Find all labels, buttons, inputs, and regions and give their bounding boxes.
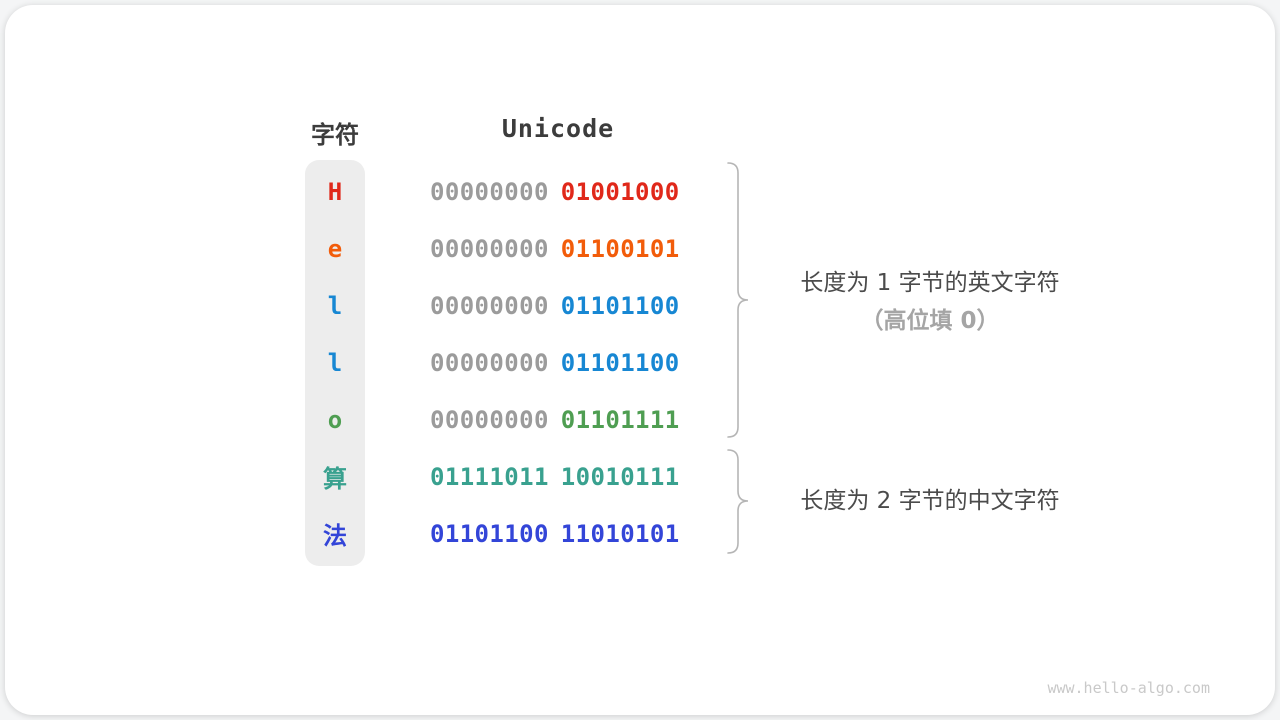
annotation-line: 长度为 2 字节的中文字符 bbox=[800, 488, 1060, 514]
brace-english-group bbox=[727, 162, 749, 438]
low-byte: 01101111 bbox=[560, 405, 680, 434]
high-byte: 00000000 bbox=[430, 234, 549, 263]
table-row: 法 01101100 11010101 bbox=[305, 505, 680, 562]
character-cell: 法 bbox=[323, 522, 347, 550]
annotation-chinese-chars: 长度为 2 字节的中文字符 bbox=[770, 482, 1090, 520]
encoding-table: H 00000000 01001000 e 00000000 01100101 l … bbox=[305, 163, 680, 562]
unicode-bits: 00000000 01101100 bbox=[430, 292, 680, 320]
annotation-english-chars: 长度为 1 字节的英文字符 （高位填 0） bbox=[770, 264, 1090, 340]
character-cell: l bbox=[327, 291, 343, 320]
group-braces bbox=[727, 162, 749, 554]
unicode-bits: 01101100 11010101 bbox=[430, 520, 680, 548]
table-row: H 00000000 01001000 bbox=[305, 163, 680, 220]
low-byte: 10010111 bbox=[560, 462, 680, 491]
low-byte: 01001000 bbox=[560, 177, 680, 206]
table-row: l 00000000 01101100 bbox=[305, 277, 680, 334]
unicode-bits: 00000000 01100101 bbox=[430, 235, 680, 263]
character-column-background bbox=[305, 160, 365, 566]
low-byte: 01101100 bbox=[560, 348, 680, 377]
high-byte: 00000000 bbox=[430, 177, 549, 206]
unicode-bits: 00000000 01101111 bbox=[430, 406, 680, 434]
table-row: e 00000000 01100101 bbox=[305, 220, 680, 277]
low-byte: 01100101 bbox=[560, 234, 680, 263]
table-row: l 00000000 01101100 bbox=[305, 334, 680, 391]
unicode-bits: 00000000 01001000 bbox=[430, 178, 680, 206]
unicode-bits: 01111011 10010111 bbox=[430, 463, 680, 491]
low-byte: 11010101 bbox=[560, 519, 680, 548]
column-header-character: 字符 bbox=[311, 121, 359, 149]
table-row: 算 01111011 10010111 bbox=[305, 448, 680, 505]
watermark-url: www.hello-algo.com bbox=[1047, 679, 1210, 697]
character-cell: o bbox=[327, 405, 343, 434]
unicode-bits: 00000000 01101100 bbox=[430, 349, 680, 377]
high-byte: 00000000 bbox=[430, 291, 549, 320]
table-row: o 00000000 01101111 bbox=[305, 391, 680, 448]
high-byte: 00000000 bbox=[430, 405, 549, 434]
high-byte: 01101100 bbox=[430, 519, 549, 548]
character-cell: 算 bbox=[323, 465, 347, 493]
annotation-line: 长度为 1 字节的英文字符 bbox=[800, 270, 1060, 296]
character-cell: l bbox=[327, 348, 343, 377]
diagram-card bbox=[5, 5, 1275, 715]
brace-chinese-group bbox=[727, 449, 749, 554]
high-byte: 01111011 bbox=[430, 462, 549, 491]
high-byte: 00000000 bbox=[430, 348, 549, 377]
column-header-unicode: Unicode bbox=[501, 114, 615, 143]
low-byte: 01101100 bbox=[560, 291, 680, 320]
annotation-subline: （高位填 0） bbox=[860, 308, 1000, 334]
character-cell: e bbox=[327, 234, 343, 263]
character-cell: H bbox=[327, 177, 343, 206]
